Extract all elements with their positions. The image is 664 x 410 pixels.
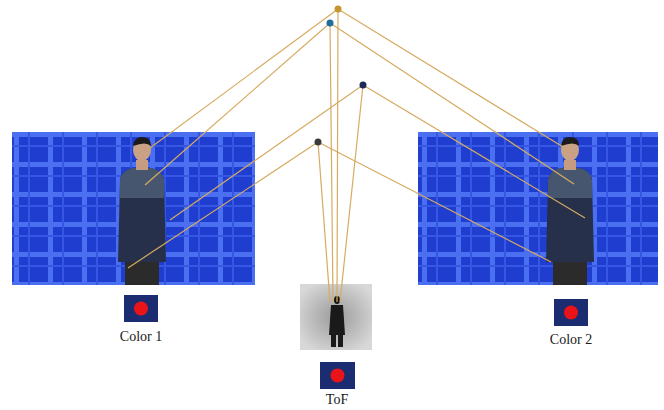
camera-icon [554,299,588,326]
person-figure [118,137,166,285]
scene-points [315,6,367,146]
color-image-2 [418,132,658,285]
camera-label: Color 1 [120,329,162,345]
camera-label: ToF [326,392,348,408]
camera-icon [124,295,158,322]
tof-image [300,284,372,350]
person-figure [546,137,594,285]
camera-icon [320,362,355,389]
projection-lines [128,9,585,302]
camera-label: Color 2 [550,332,592,348]
